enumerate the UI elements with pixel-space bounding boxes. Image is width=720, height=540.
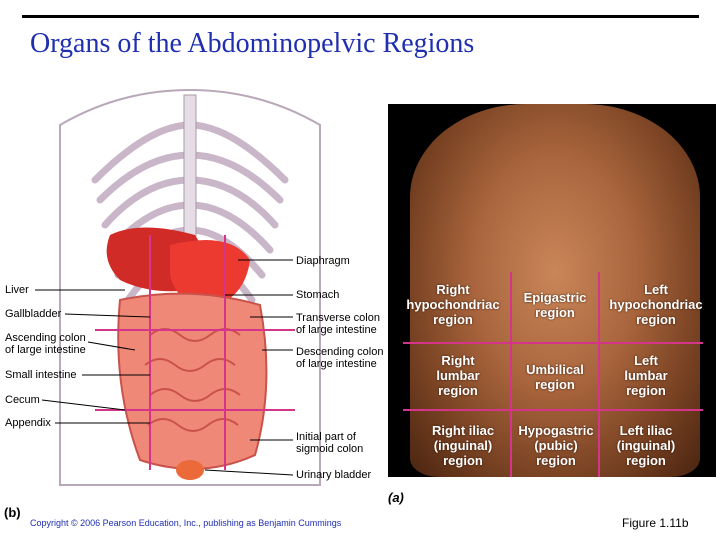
- label-stomach: Stomach: [296, 289, 340, 301]
- bladder-shape: [176, 460, 204, 480]
- label-appendix: Appendix: [5, 417, 51, 429]
- torso-figure: [410, 104, 700, 477]
- stomach-shape: [170, 240, 250, 310]
- page-title: Organs of the Abdominopelvic Regions: [30, 28, 475, 59]
- intestines-shape: [117, 292, 268, 470]
- copyright-notice: Copyright © 2006 Pearson Education, Inc.…: [30, 518, 342, 528]
- photo-grid-vertical-left: [510, 272, 512, 477]
- label-liver: Liver: [5, 284, 29, 296]
- label-descending-colon-1: Descending colon: [296, 346, 384, 358]
- anatomy-illustration: [35, 88, 321, 486]
- leader-lines: [35, 259, 294, 476]
- illustration-grid: [95, 235, 295, 470]
- photo-grid-horizontal-bottom: [403, 409, 703, 411]
- figure-number: Figure 1.11b: [622, 516, 689, 530]
- top-rule: [22, 15, 699, 18]
- photo-grid-horizontal-top: [403, 342, 703, 344]
- region-right-iliac: Right iliac(inguinal)region: [431, 423, 495, 468]
- panel-label-b: (b): [4, 505, 21, 520]
- label-diaphragm: Diaphragm: [296, 255, 350, 267]
- photo-grid-vertical-right: [598, 272, 600, 477]
- label-ascending-colon-1: Ascending colon: [5, 332, 86, 344]
- body-outline: [59, 88, 321, 486]
- label-urinary-bladder: Urinary bladder: [296, 469, 372, 481]
- label-transverse-colon-2: of large intestine: [296, 324, 377, 336]
- label-cecum: Cecum: [5, 394, 40, 406]
- panel-label-a: (a): [388, 490, 404, 505]
- label-gallbladder: Gallbladder: [5, 308, 62, 320]
- label-small-intestine: Small intestine: [5, 369, 77, 381]
- label-transverse-colon-1: Transverse colon: [296, 312, 380, 324]
- label-sigmoid-colon-1: Initial part of: [296, 431, 356, 443]
- region-left-iliac: Left iliac(inguinal)region: [616, 423, 676, 468]
- label-ascending-colon-2: of large intestine: [5, 344, 86, 356]
- region-hypogastric: Hypogastric(pubic)region: [518, 423, 594, 468]
- label-descending-colon-2: of large intestine: [296, 358, 377, 370]
- label-sigmoid-colon-2: sigmoid colon: [296, 443, 364, 455]
